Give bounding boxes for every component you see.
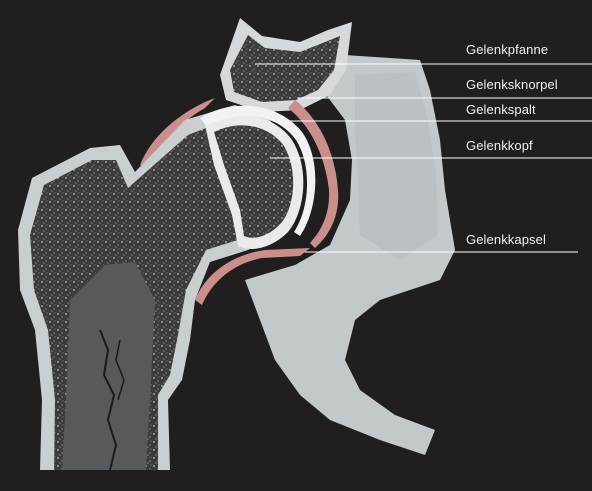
label-gelenkkopf: Gelenkkopf	[466, 138, 533, 153]
label-gelenksknorpel: Gelenksknorpel	[466, 77, 558, 92]
label-gelenkspalt: Gelenkspalt	[466, 102, 536, 117]
label-gelenkkapsel: Gelenkkapsel	[466, 232, 546, 247]
label-gelenkpfanne: Gelenkpfanne	[466, 42, 548, 57]
